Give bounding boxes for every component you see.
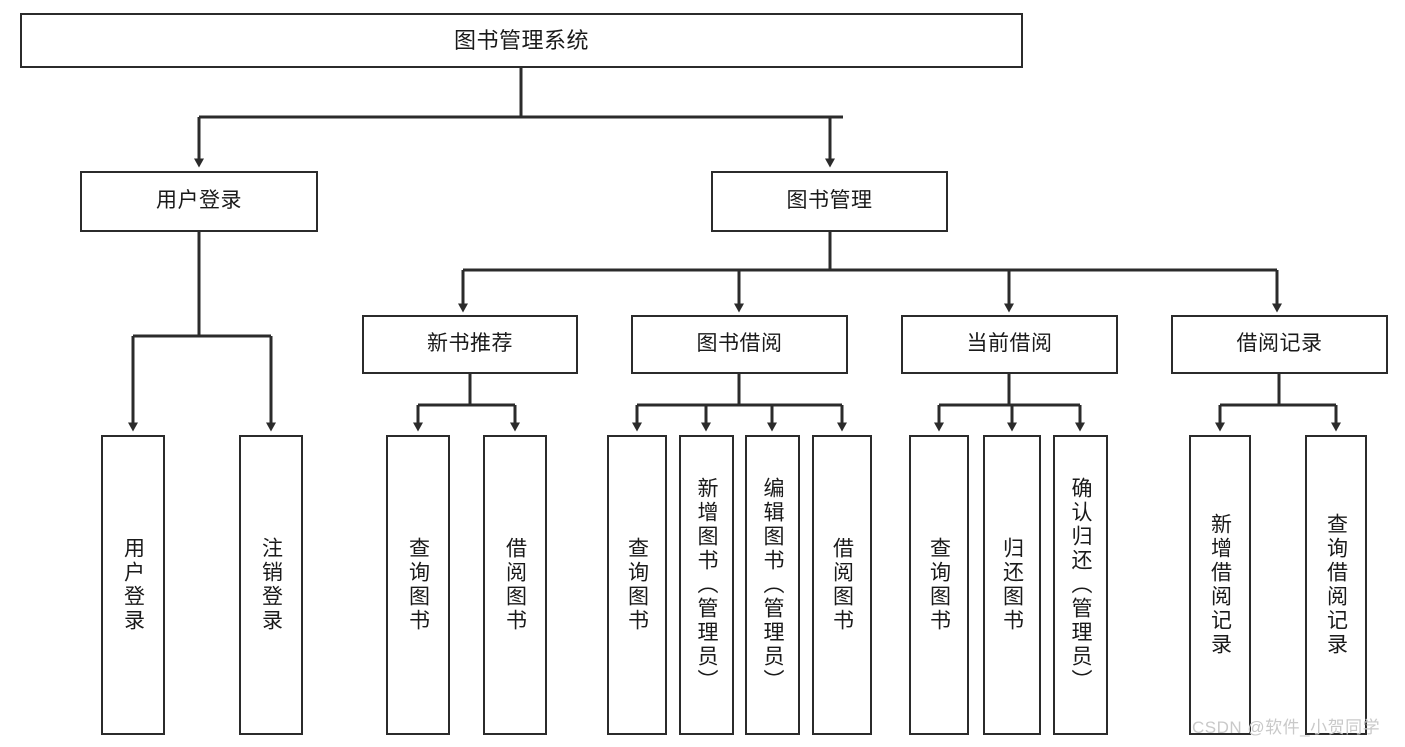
node-level2-2[interactable]: 当前借阅 (901, 315, 1118, 374)
node-label: 编辑图书（管理员） (761, 477, 784, 693)
node-leaf-5[interactable]: 新增图书（管理员） (679, 435, 734, 735)
node-leaf-8[interactable]: 查询图书 (909, 435, 969, 735)
node-level2-0[interactable]: 新书推荐 (362, 315, 578, 374)
node-label: 查询图书 (927, 537, 951, 633)
node-label: 确认归还（管理员） (1069, 477, 1092, 693)
node-label: 新增图书（管理员） (695, 477, 718, 693)
node-label: 查询图书 (406, 537, 430, 633)
node-leaf-6[interactable]: 编辑图书（管理员） (745, 435, 800, 735)
node-leaf-0[interactable]: 用户登录 (101, 435, 165, 735)
node-leaf-9[interactable]: 归还图书 (983, 435, 1041, 735)
node-leaf-1[interactable]: 注销登录 (239, 435, 303, 735)
node-leaf-2[interactable]: 查询图书 (386, 435, 450, 735)
node-label: 用户登录 (156, 189, 242, 213)
watermark-text: CSDN @软件_小贺同学 (1192, 718, 1381, 737)
node-level1-0[interactable]: 用户登录 (80, 171, 318, 232)
node-level1-1[interactable]: 图书管理 (711, 171, 948, 232)
node-label: 图书借阅 (696, 332, 783, 356)
node-label: 借阅记录 (1236, 332, 1323, 356)
node-label: 用户登录 (121, 537, 145, 633)
node-label: 当前借阅 (966, 332, 1053, 356)
node-root[interactable]: 图书管理系统 (20, 13, 1023, 68)
node-leaf-4[interactable]: 查询图书 (607, 435, 667, 735)
node-label: 新增借阅记录 (1208, 513, 1232, 657)
node-label: 归还图书 (1000, 537, 1024, 633)
node-label: 图书管理系统 (453, 27, 589, 53)
node-label: 借阅图书 (503, 537, 527, 633)
node-label: 图书管理 (786, 189, 873, 213)
node-leaf-12[interactable]: 查询借阅记录 (1305, 435, 1367, 735)
node-label: 查询借阅记录 (1324, 513, 1348, 657)
node-level2-1[interactable]: 图书借阅 (631, 315, 848, 374)
node-leaf-7[interactable]: 借阅图书 (812, 435, 872, 735)
node-leaf-3[interactable]: 借阅图书 (483, 435, 547, 735)
node-level2-3[interactable]: 借阅记录 (1171, 315, 1388, 374)
node-label: 新书推荐 (427, 332, 513, 356)
node-leaf-11[interactable]: 新增借阅记录 (1189, 435, 1251, 735)
node-leaf-10[interactable]: 确认归还（管理员） (1053, 435, 1108, 735)
node-label: 查询图书 (625, 537, 649, 633)
node-label: 借阅图书 (830, 537, 854, 633)
node-label: 注销登录 (259, 537, 283, 633)
